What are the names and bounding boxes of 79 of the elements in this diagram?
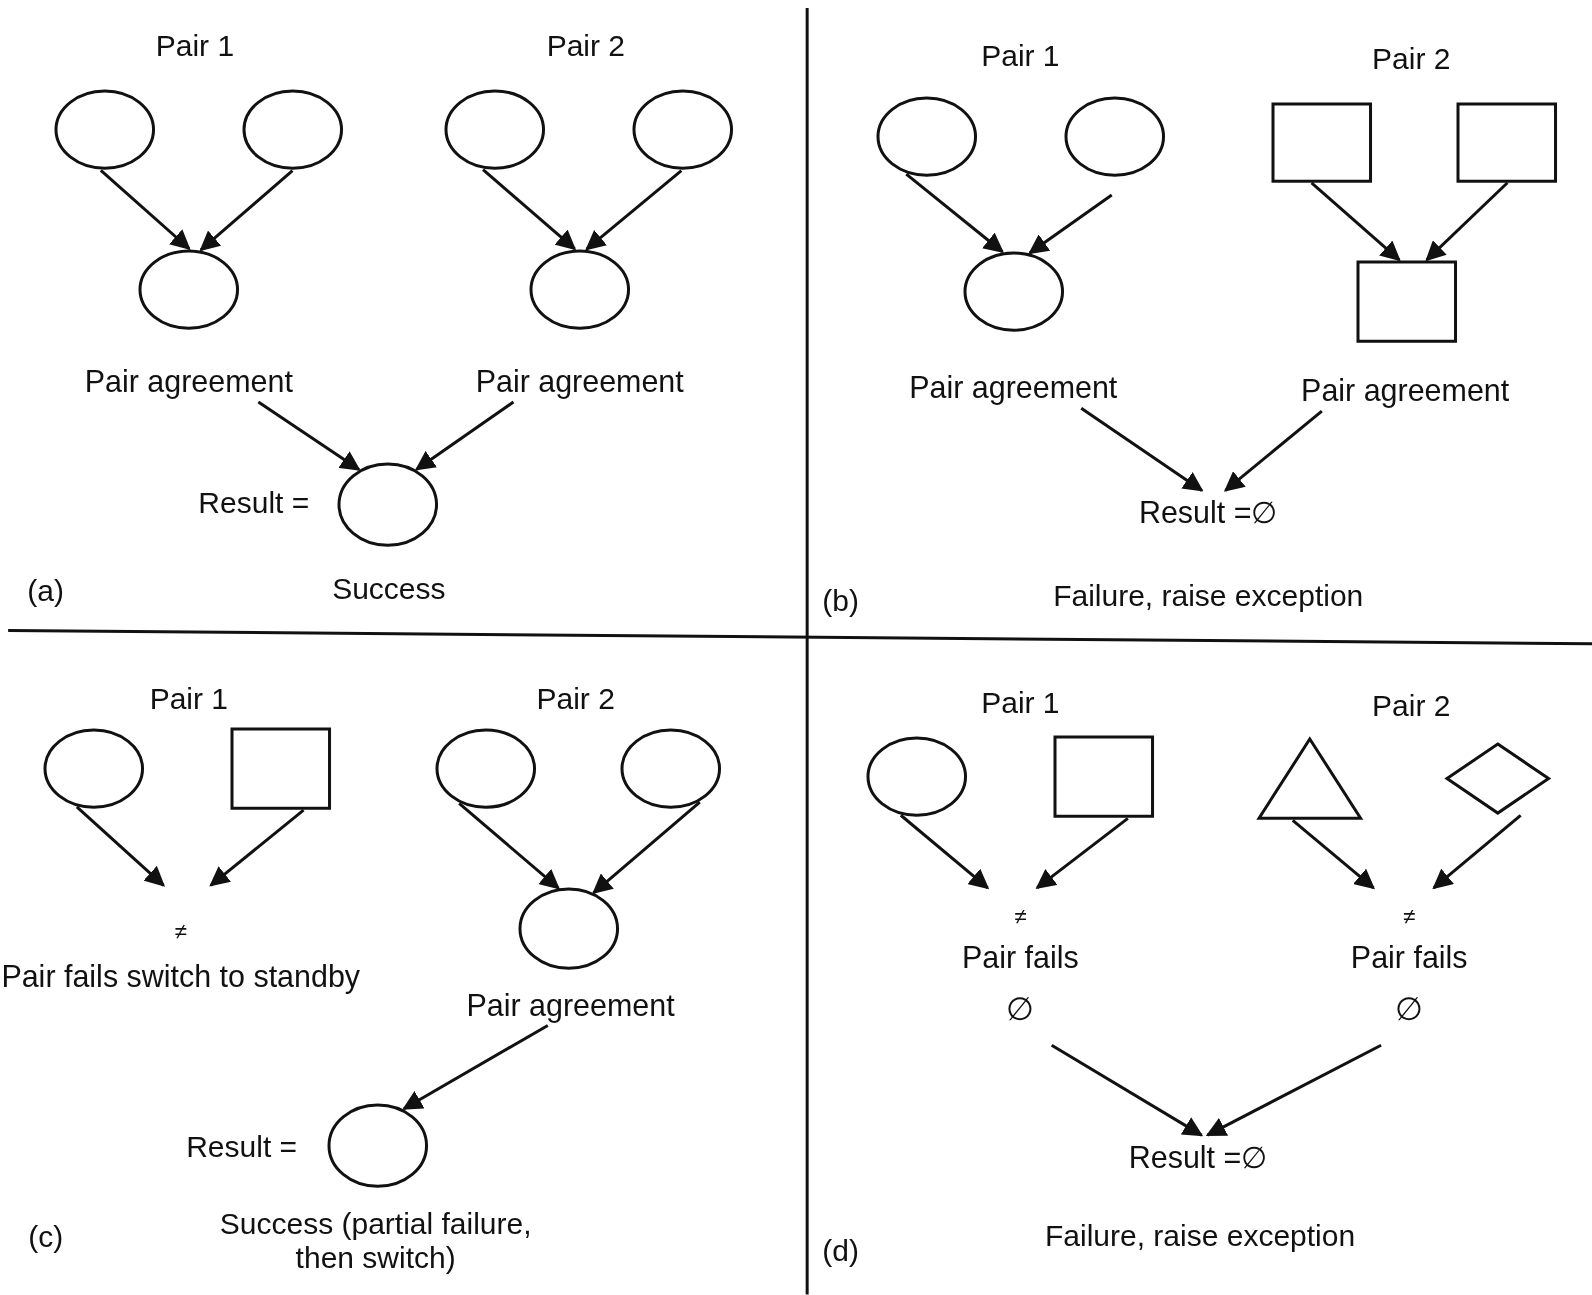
square	[1356, 259, 1458, 344]
circle	[620, 727, 722, 810]
arrow	[482, 168, 577, 251]
arrow	[1080, 406, 1204, 492]
arrow	[899, 814, 990, 890]
arrow	[1432, 814, 1522, 890]
arrow	[1205, 1043, 1382, 1137]
panel-letter: (c)	[28, 1219, 64, 1254]
arrow	[1050, 1043, 1204, 1137]
arrow	[905, 173, 1004, 253]
outcome-text: Failure, raise exception	[1045, 1218, 1356, 1253]
circle	[517, 887, 620, 971]
arrow	[585, 169, 683, 251]
square	[1271, 101, 1373, 183]
outcome-text: Failure, raise exception	[1053, 578, 1364, 613]
result-label: Result =	[186, 1130, 298, 1165]
pair-heading: Pair 2	[546, 28, 625, 63]
not-equal-sign: ≠	[174, 918, 187, 945]
square	[1455, 101, 1558, 183]
arrow	[1028, 193, 1113, 255]
arrow	[1310, 181, 1401, 262]
caption-text: Pair agreement	[909, 370, 1118, 406]
caption-text: Pair agreement	[84, 364, 293, 400]
not-equal-sign: ≠	[1403, 904, 1416, 931]
panel-letter: (a)	[27, 573, 64, 608]
status-text: Pair fails switch to standby	[1, 958, 361, 994]
caption-text: Pair agreement	[1301, 373, 1510, 409]
outcome-text: Success	[332, 571, 446, 606]
arrow	[1425, 181, 1509, 262]
arrow	[75, 805, 165, 887]
arrow	[257, 400, 361, 471]
pair-heading: Pair 2	[1372, 41, 1451, 76]
outcome-text: Success (partial failure, then switch)	[218, 1206, 533, 1276]
panel-letter: (d)	[822, 1233, 859, 1268]
circle	[241, 89, 344, 171]
arrow	[209, 809, 305, 887]
empty-set-sign: ∅	[1395, 991, 1424, 1029]
square	[230, 726, 332, 811]
arrow	[99, 169, 191, 251]
status-text: Pair fails	[1350, 940, 1468, 976]
circle	[1064, 96, 1166, 178]
circle	[337, 461, 439, 548]
arrow	[592, 800, 701, 895]
result-text: Result =∅	[1138, 495, 1278, 531]
arrow	[1223, 410, 1323, 492]
circle	[443, 89, 546, 171]
triangle	[1256, 737, 1363, 821]
not-equal-sign: ≠	[1014, 904, 1027, 931]
circle	[138, 248, 240, 330]
circle	[962, 250, 1064, 332]
status-text: Pair fails	[962, 940, 1079, 976]
circle	[53, 89, 156, 171]
result-label: Result =	[198, 485, 310, 520]
arrow	[1291, 819, 1375, 890]
pair-heading: Pair 1	[981, 685, 1060, 720]
pair-heading: Pair 2	[536, 681, 615, 716]
pair-heading: Pair 1	[981, 38, 1060, 73]
arrow	[1035, 817, 1129, 890]
arrow	[458, 802, 560, 890]
panel-letter: (b)	[822, 584, 859, 619]
result-text: Result =∅	[1128, 1139, 1268, 1175]
pair-heading: Pair 1	[155, 28, 235, 63]
empty-set-sign: ∅	[1006, 991, 1035, 1029]
caption-text: Pair agreement	[466, 987, 675, 1023]
circle	[326, 1102, 429, 1188]
square	[1052, 735, 1155, 819]
circle	[866, 736, 968, 818]
arrow	[414, 400, 515, 471]
circle	[876, 96, 978, 178]
pair-heading: Pair 1	[149, 681, 229, 716]
circle	[42, 727, 145, 810]
circle	[434, 727, 537, 810]
caption-text: Pair agreement	[475, 364, 684, 400]
pair-heading: Pair 2	[1372, 688, 1451, 723]
arrow	[199, 169, 294, 252]
arrow	[402, 1024, 549, 1111]
circle	[631, 89, 734, 171]
circle	[528, 248, 631, 330]
diamond	[1444, 742, 1551, 816]
